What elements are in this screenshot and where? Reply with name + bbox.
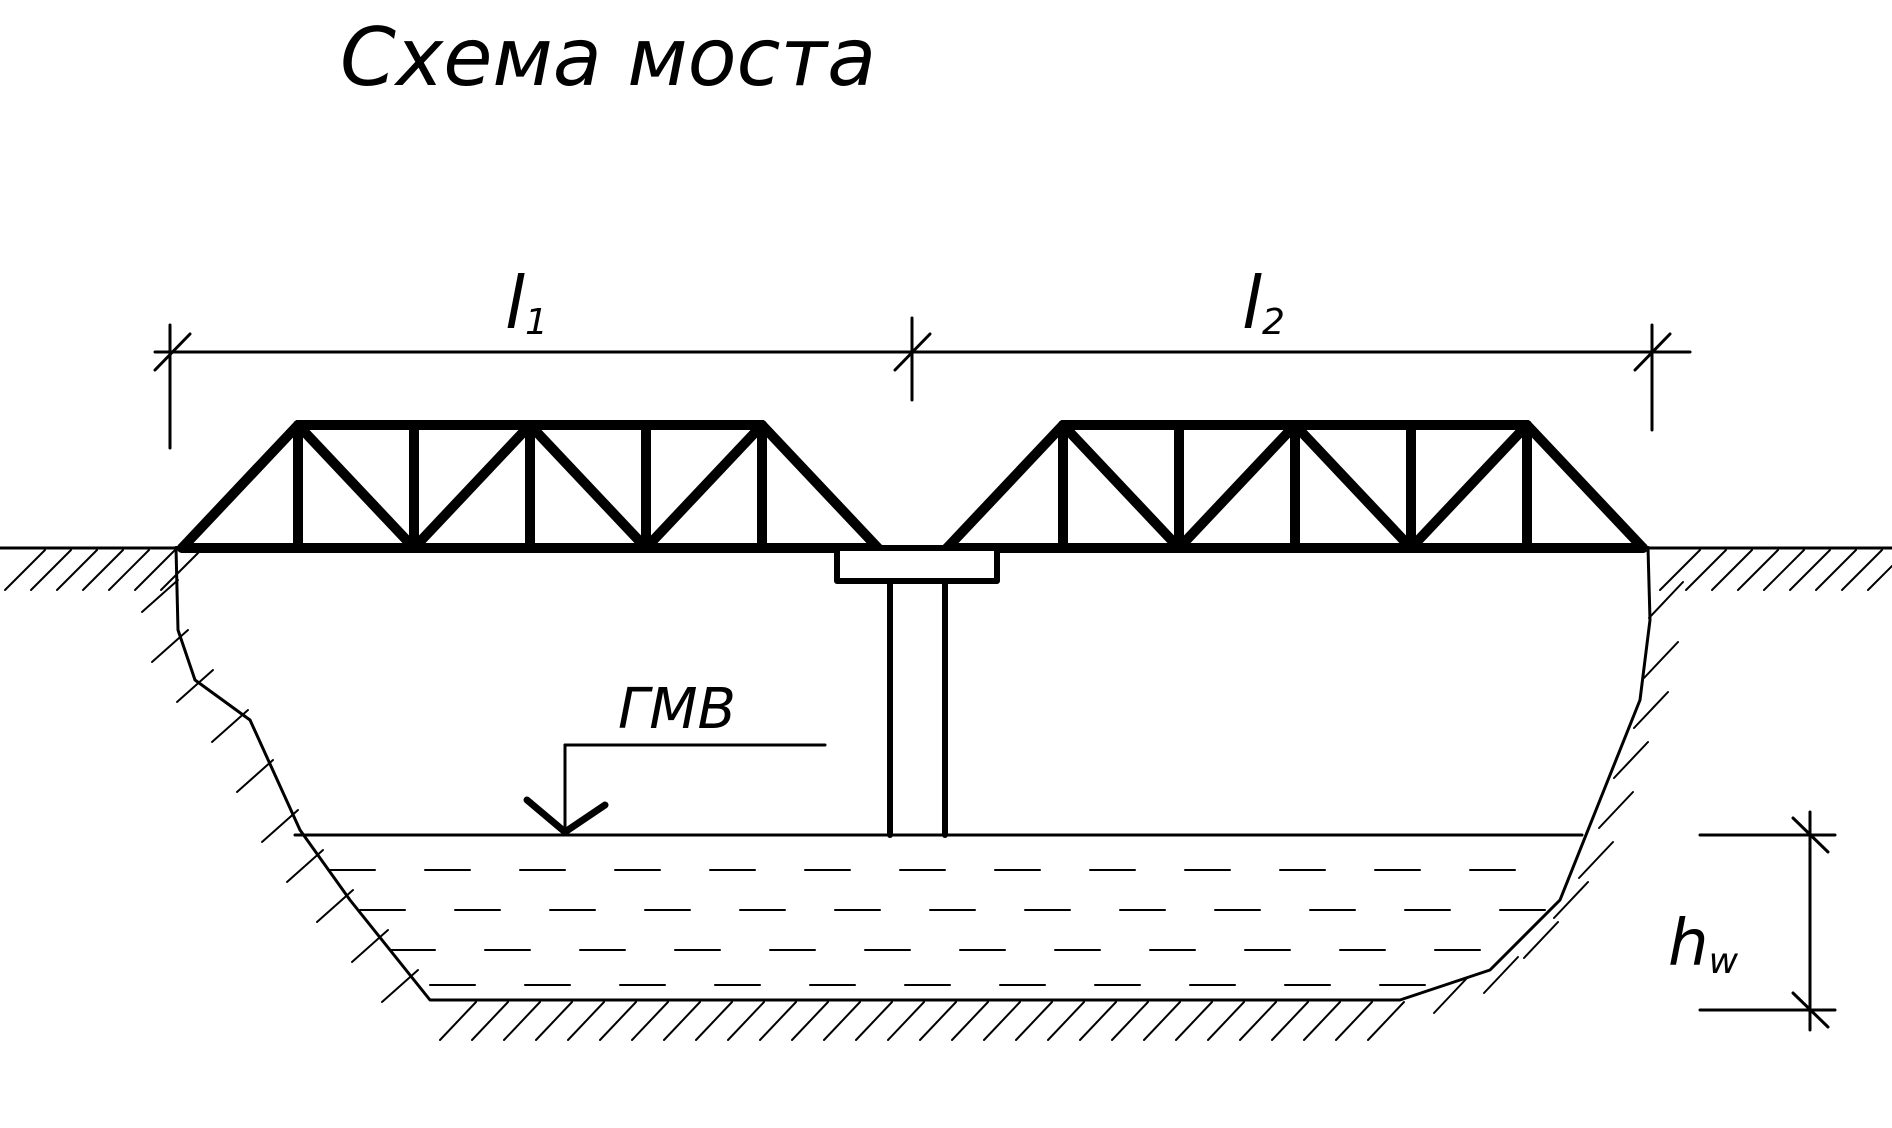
hatch-line [141, 579, 179, 613]
depth-label: hw [1668, 907, 1739, 982]
hatch-line [567, 1001, 605, 1041]
hatch-line [823, 1001, 861, 1041]
hatch-line [1047, 1001, 1085, 1041]
water [293, 833, 1584, 986]
truss-end-post [757, 420, 883, 553]
soil-hatching [4, 549, 1892, 1041]
hatch-line [236, 759, 274, 793]
hatch-line [919, 1001, 957, 1041]
hatch-line [727, 1001, 765, 1041]
hatch-line [82, 549, 124, 591]
hatch-line [176, 669, 214, 703]
hatch-line [56, 549, 98, 591]
hatch-line [1578, 841, 1614, 879]
bridge-pier [834, 545, 1000, 838]
hatch-line [316, 889, 354, 923]
hatch-line [1079, 1001, 1117, 1041]
hatch-line [983, 1001, 1021, 1041]
hatch-line [1789, 549, 1831, 591]
hatch-line [1815, 549, 1857, 591]
truss-end-post [177, 420, 303, 553]
water-dashes [329, 869, 1546, 986]
hatch-line [695, 1001, 733, 1041]
span1-label: l1 [505, 261, 548, 345]
hatch-line [887, 1001, 925, 1041]
truss-diagonal [641, 420, 767, 553]
truss-diagonal [1174, 420, 1300, 553]
hatch-line [1175, 1001, 1213, 1041]
hatch-line [1335, 1001, 1373, 1041]
hatch-line [1553, 881, 1589, 919]
hatch-line [503, 1001, 541, 1041]
hatch-line [855, 1001, 893, 1041]
hatch-line [1659, 549, 1701, 591]
hatch-line [1685, 549, 1727, 591]
hatch-line [1737, 549, 1779, 591]
hatch-line [160, 549, 202, 591]
diagram-title: Схема моста [340, 11, 876, 104]
hatch-line [1523, 921, 1559, 959]
hatch-line [1271, 1001, 1309, 1041]
truss-end-post [1522, 420, 1648, 553]
hatch-line [1143, 1001, 1181, 1041]
hatch-line [4, 549, 46, 591]
hatch-line [599, 1001, 637, 1041]
hatch-line [286, 849, 324, 883]
hatch-line [631, 1001, 669, 1041]
hatch-line [1763, 549, 1805, 591]
hatch-line [108, 549, 150, 591]
truss-diagonal [1290, 420, 1416, 553]
truss-end-post [942, 420, 1068, 553]
hatch-line [1598, 791, 1634, 829]
hatch-line [134, 549, 176, 591]
hatch-line [1367, 1001, 1405, 1041]
hatch-line [1483, 956, 1519, 994]
hatch-line [1239, 1001, 1277, 1041]
water-level-label: ГМВ [618, 677, 736, 742]
hatch-line [759, 1001, 797, 1041]
hatch-line [1643, 641, 1679, 679]
hatch-line [535, 1001, 573, 1041]
hatch-line [1867, 564, 1892, 591]
hatch-line [1841, 549, 1883, 591]
truss-right [942, 420, 1648, 553]
hatch-line [30, 549, 72, 591]
hatch-line [1111, 1001, 1149, 1041]
truss-left [177, 420, 883, 553]
hatch-line [791, 1001, 829, 1041]
hatch-line [471, 1001, 509, 1041]
hatch-line [381, 969, 419, 1003]
hatch-line [1613, 741, 1649, 779]
water-level-marker [523, 743, 827, 836]
hatch-line [439, 1001, 477, 1041]
hatch-line [663, 1001, 701, 1041]
truss-diagonal [525, 420, 651, 553]
hatch-line [1633, 691, 1669, 729]
hatch-line [1711, 549, 1753, 591]
hatch-line [211, 709, 249, 743]
hatch-line [1015, 1001, 1053, 1041]
truss-diagonal [1406, 420, 1532, 553]
depth-dimension [1698, 810, 1837, 1032]
riverbed-contour [174, 546, 1652, 1002]
hatch-line [1648, 581, 1684, 619]
hatch-line [1433, 976, 1469, 1014]
hatch-line [951, 1001, 989, 1041]
span2-label: l2 [1242, 261, 1285, 345]
hatch-line [261, 809, 299, 843]
truss-diagonal [409, 420, 535, 553]
hatch-line [351, 929, 389, 963]
hatch-line [151, 629, 189, 663]
truss-diagonal [293, 420, 419, 553]
hatch-line [1207, 1001, 1245, 1041]
truss-diagonal [1058, 420, 1184, 553]
hatch-line [1303, 1001, 1341, 1041]
span-dimension [153, 316, 1692, 450]
